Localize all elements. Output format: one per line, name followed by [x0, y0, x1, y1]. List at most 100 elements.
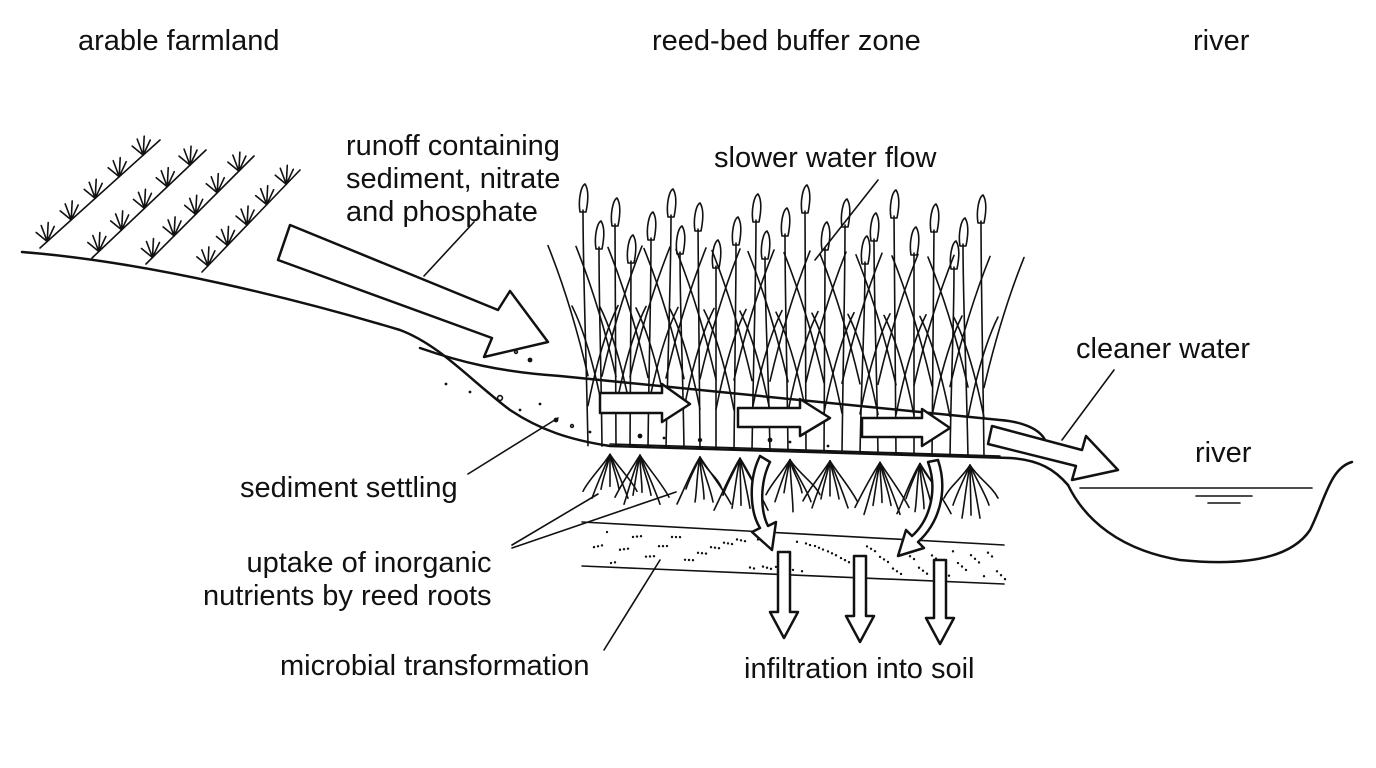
root-strand [879, 461, 910, 509]
soil-dot [592, 545, 596, 549]
reed-leaf [601, 245, 643, 377]
crop-sprout [178, 145, 198, 166]
soil-dot [687, 558, 691, 562]
flow-arrow-2 [736, 397, 832, 438]
soil-dot [886, 560, 890, 564]
soil-dot [817, 546, 821, 549]
soil-dot [956, 561, 960, 565]
reed-catkin [646, 211, 657, 241]
sediment-particle [513, 349, 519, 355]
sediment-particle [662, 436, 666, 440]
root-strand [722, 457, 741, 496]
sediment-particle [496, 394, 504, 402]
soil-dot [665, 544, 669, 548]
leader-cleaner-water [1061, 369, 1115, 441]
reed-catkin [869, 212, 880, 242]
soil-dot [882, 558, 886, 561]
crop-sprout [196, 246, 216, 267]
sediment-particle [527, 357, 533, 363]
soil-dot [774, 565, 778, 569]
farmland-heading: arable farmland [78, 25, 280, 57]
soil-dot [622, 548, 626, 551]
soil-dot [1003, 577, 1007, 581]
soil-dot [843, 558, 847, 562]
root-strand [829, 460, 849, 509]
soil-dot [691, 559, 695, 562]
soil-dot [947, 574, 951, 577]
soil-dot [865, 545, 869, 548]
reed-catkin [929, 203, 940, 233]
root-strand [905, 462, 921, 500]
reed-leaf [675, 248, 717, 381]
curved-arrow-1 [750, 454, 778, 552]
flow-arrow-3 [860, 407, 952, 448]
soil-dot [795, 540, 799, 544]
soil-dot [752, 567, 756, 570]
root-strand [639, 454, 670, 498]
root-strand [623, 454, 641, 505]
crop-row [91, 149, 207, 259]
soil-dot [600, 544, 604, 547]
river-heading: river [1193, 25, 1250, 57]
reed-leaf [949, 255, 991, 388]
crop-sprout [162, 216, 182, 237]
crop-rows [35, 135, 301, 273]
crop-sprout [83, 178, 103, 200]
reed-leaf [711, 249, 753, 382]
root-strand [699, 456, 714, 503]
reed-catkin [610, 197, 621, 227]
crop-sprout [59, 200, 79, 221]
crop-sprout [183, 194, 204, 216]
reed-leaf [931, 315, 963, 417]
root-strand [699, 456, 732, 505]
leader-microbial [603, 559, 661, 651]
reed-catkin [751, 193, 762, 223]
runoff-water-surface [418, 346, 1047, 442]
soil-dot [804, 542, 808, 545]
soil-dot [800, 570, 804, 573]
root-strand [863, 461, 881, 516]
soil-dot [683, 558, 687, 561]
soil-dot [748, 566, 752, 569]
soil-dot [657, 545, 661, 548]
root-strand [591, 453, 611, 500]
soil-dot [661, 544, 665, 548]
soil-dot [652, 554, 656, 558]
soil-dot [813, 544, 817, 548]
soil-dot [678, 535, 682, 539]
microbial-label: microbial transformation [280, 650, 590, 682]
root-strand [811, 460, 831, 509]
soil-dot [765, 566, 769, 569]
water-level-mark [1195, 495, 1253, 504]
soil-dot [982, 574, 986, 578]
crop-sprout [109, 210, 130, 231]
reed-leaf [599, 306, 631, 408]
crop-sprout [274, 164, 295, 186]
soil-dot [644, 555, 648, 558]
reed-leaf [587, 304, 619, 407]
root-strand [969, 464, 981, 519]
soil-dot [791, 568, 795, 572]
soil-dot [839, 556, 843, 560]
reed-leaf [805, 251, 847, 383]
soil-dot [999, 574, 1003, 577]
reed-stem [980, 220, 985, 459]
reed-catkin [760, 230, 771, 260]
root-strand [789, 458, 794, 513]
infiltration-label: infiltration into soil [744, 653, 975, 685]
reed-catkin [840, 198, 851, 228]
soil-dot [960, 565, 964, 568]
root-strand [774, 458, 791, 503]
reed-leaf [919, 315, 951, 418]
reed-catkin [578, 183, 589, 213]
sediment-particle [468, 390, 472, 394]
reed-catkin [666, 188, 677, 218]
soil-dot [730, 542, 734, 546]
reed-leaf [607, 246, 649, 379]
root-strand [829, 460, 858, 502]
leader-uptake-1 [511, 493, 599, 546]
leader-runoff [423, 221, 475, 277]
soil-dot [670, 535, 674, 539]
leader-sediment [467, 417, 559, 475]
soil-dot [921, 569, 925, 572]
